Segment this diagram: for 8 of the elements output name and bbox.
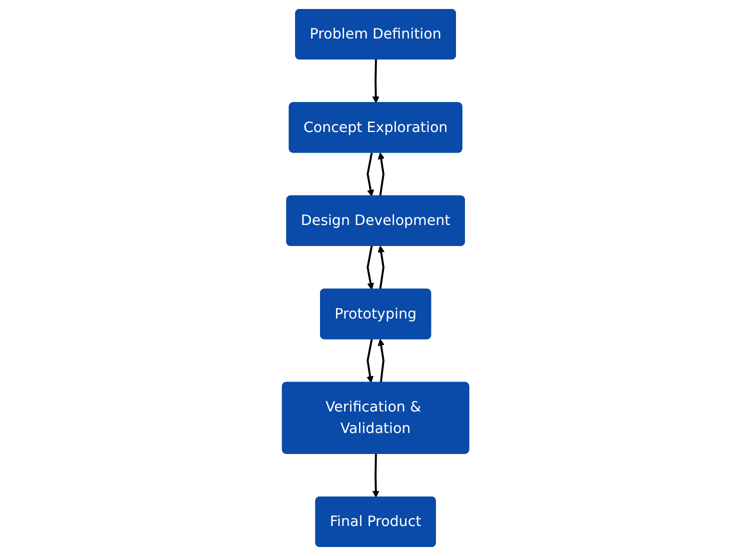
arrow [367, 152, 374, 197]
arrow [367, 246, 374, 290]
arrow [378, 152, 386, 196]
arrow [372, 60, 380, 104]
arrow [372, 454, 380, 498]
arrow [378, 338, 386, 383]
arrow [378, 246, 386, 290]
arrow [367, 339, 374, 384]
